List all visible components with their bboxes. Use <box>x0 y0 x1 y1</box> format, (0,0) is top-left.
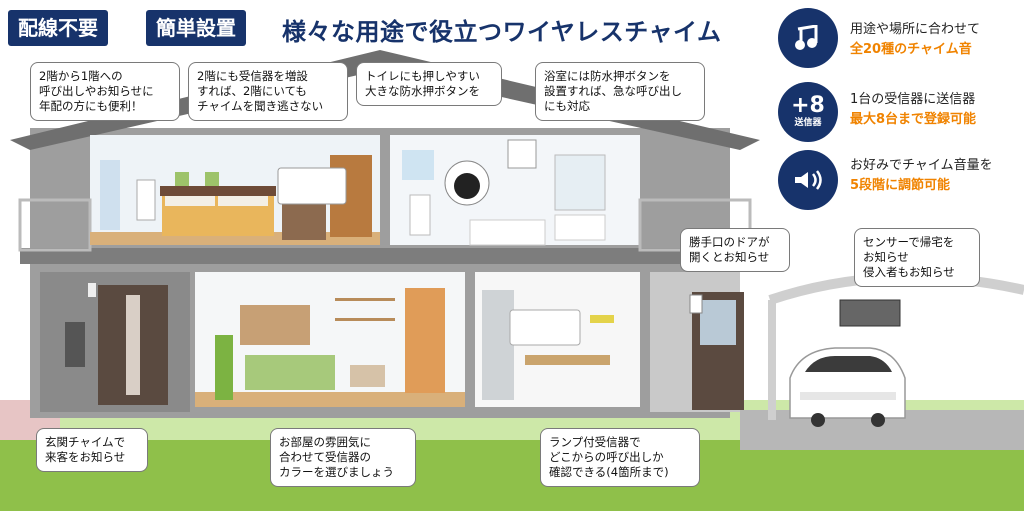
feature-transmitter-line2: 最大8台まで登録可能 <box>850 112 977 127</box>
callout-back-door: 勝手口のドアが 開くとお知らせ <box>680 228 790 272</box>
callout-toilet-button: トイレにも押しやすい 大きな防水押ボタンを <box>356 62 502 106</box>
music-notes-icon <box>778 8 838 68</box>
plus-eight-label: +8 <box>791 93 825 118</box>
feature-chime-line2: 全20種のチャイム音 <box>850 42 972 57</box>
doorbell-transmitter <box>65 322 85 367</box>
transmitter-label: 送信器 <box>794 118 822 128</box>
sofa <box>245 355 335 390</box>
callout-entrance: 玄関チャイムで 来客をお知らせ <box>36 428 148 472</box>
feature-chime-sounds: 用途や場所に合わせて 全20種のチャイム音 <box>850 20 980 60</box>
sensor-device <box>839 299 901 327</box>
plus-eight-transmitters-icon: +8 送信器 <box>778 82 838 142</box>
callout-second-floor-receiver: 2階にも受信器を増設 すれば、2階にいても チャイムを聞き逃さない <box>188 62 348 121</box>
feature-transmitter-line1: 1台の受信器に送信器 <box>850 92 976 107</box>
speaker-glyph <box>795 170 822 190</box>
lawn <box>0 440 1024 511</box>
callout-sensor: センサーで帰宅を お知らせ 侵入者もお知らせ <box>854 228 980 287</box>
callout-lamp-receiver: ランプ付受信器で どこからの呼び出しか 確認できる(4箇所まで) <box>540 428 700 487</box>
feature-transmitter-registration: 1台の受信器に送信器 最大8台まで登録可能 <box>850 90 976 130</box>
feature-volume-line1: お好みでチャイム音量を <box>850 158 993 173</box>
callout-second-to-first: 2階から1階への 呼び出しやお知らせに 年配の方にも便利！ <box>30 62 180 121</box>
badge-easy-setup: 簡単設置 <box>146 10 246 46</box>
speaker-volume-icon <box>778 150 838 210</box>
feature-volume: お好みでチャイム音量を 5段階に調節可能 <box>850 156 993 196</box>
car-icon <box>789 347 906 427</box>
music-notes-glyph <box>795 25 818 50</box>
feature-volume-line2: 5段階に調節可能 <box>850 178 951 193</box>
second-floor-receiver <box>277 167 347 205</box>
headline: 様々な用途で役立つワイヤレスチャイム <box>282 18 722 46</box>
callout-bathroom-button: 浴室には防水押ボタンを 設置すれば、急な呼び出し にも対応 <box>535 62 705 121</box>
feature-chime-line1: 用途や場所に合わせて <box>850 22 981 37</box>
badge-no-wiring: 配線不要 <box>8 10 108 46</box>
bath-button <box>507 139 537 169</box>
lamp-receiver <box>509 309 581 346</box>
wooden-receiver <box>240 305 310 345</box>
callout-room-color: お部屋の雰囲気に 合わせて受信器の カラーを選びましょう <box>270 428 416 487</box>
